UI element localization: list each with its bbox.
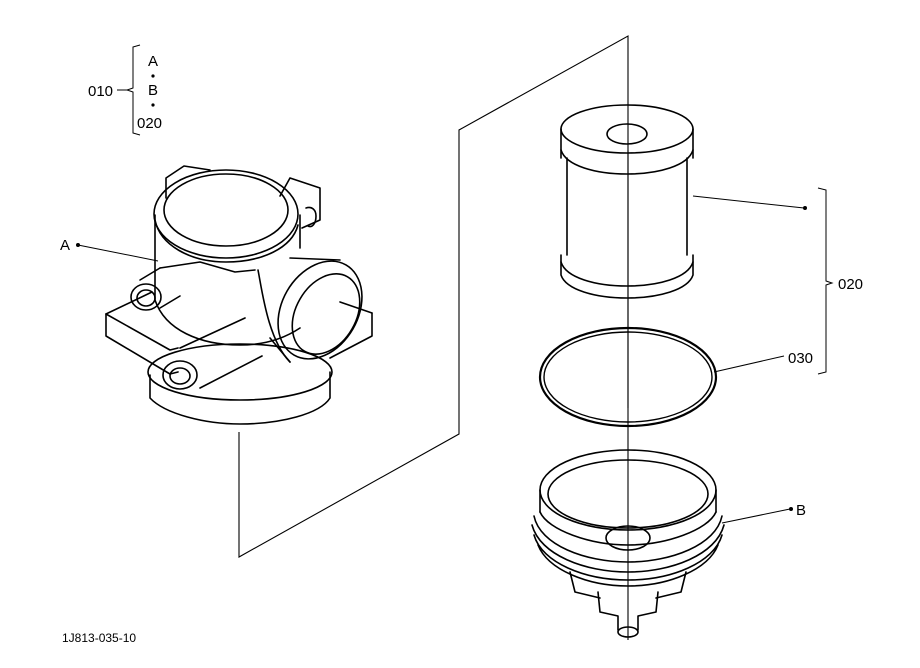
callout-030: 030 [713,350,813,373]
figure-code: 1J813-035-10 [62,631,136,645]
callout-b: B [721,502,806,524]
callout-a-label: A [60,237,70,254]
filter-element-020 [560,104,694,299]
callout-020-label: 020 [838,276,863,293]
callout-a: A [60,237,159,262]
callout-030-label: 030 [788,350,813,367]
label-group-b: B [148,82,158,99]
assembly-outline [238,35,629,558]
callout-020: 020 [692,187,863,375]
filter-head-part-a [105,165,373,425]
label-group-020: 020 [137,115,162,132]
filter-bowl-part-b [531,449,725,638]
label-010: 010 [88,83,113,100]
label-group-a: A [148,53,158,70]
assembly-group-legend: 010 A B 020 [88,44,162,136]
callout-b-label: B [796,502,806,519]
